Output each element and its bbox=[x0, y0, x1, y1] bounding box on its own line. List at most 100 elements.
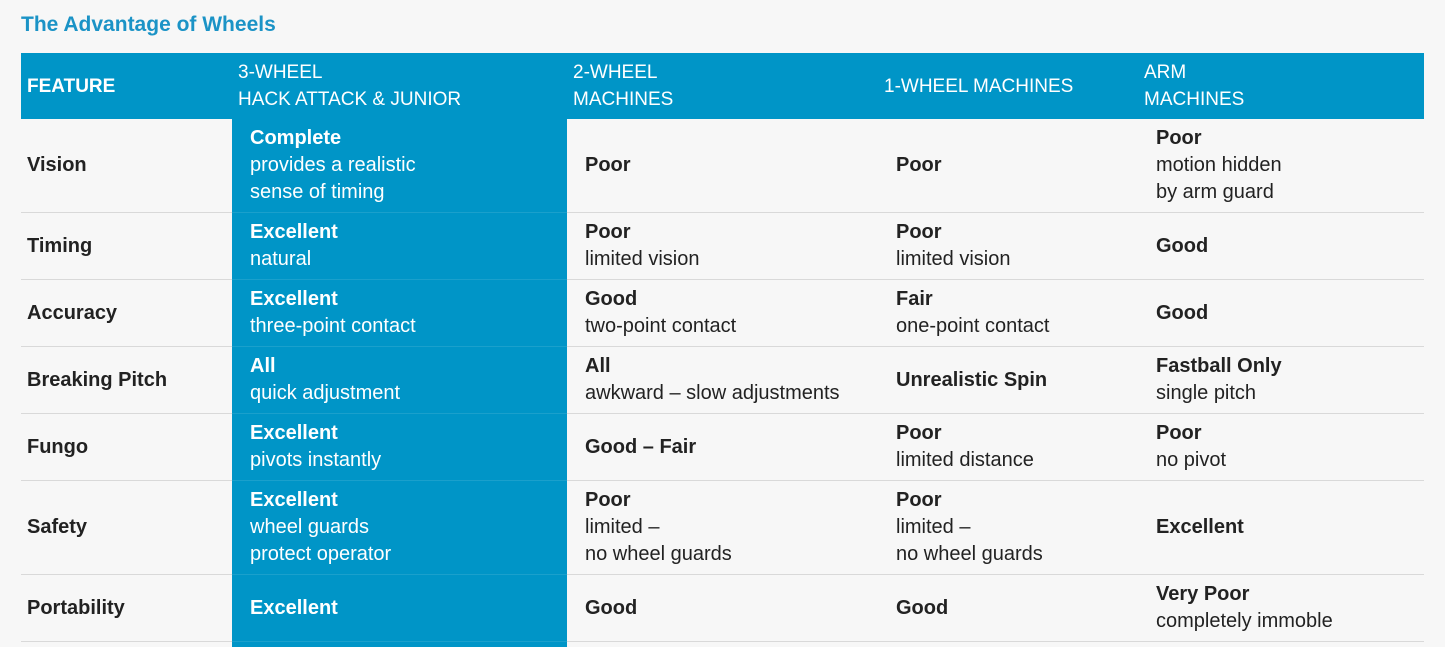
rating-description: limited vision bbox=[896, 248, 1011, 270]
rating-title: Poor bbox=[896, 221, 942, 243]
arm-cell: Excellent bbox=[1138, 480, 1424, 575]
rating-title: Poor bbox=[1156, 127, 1202, 149]
three-wheel-cell: Excellent natural bbox=[232, 212, 567, 280]
rating-description: by arm guard bbox=[1156, 181, 1274, 203]
one-wheel-cell: Poor limited – no wheel guards bbox=[878, 480, 1138, 575]
arm-cell: Poor motion hidden by arm guard bbox=[1138, 119, 1424, 213]
rating-description: two-point contact bbox=[585, 315, 737, 337]
two-wheel-cell: Good bbox=[567, 574, 878, 642]
rating-description: one-point contact bbox=[896, 315, 1050, 337]
three-wheel-cell: Excellent wheel guards protect operator bbox=[232, 480, 567, 575]
rating-title: All bbox=[250, 355, 276, 377]
rating-title: Good bbox=[896, 596, 949, 619]
rating-title: Good bbox=[1156, 234, 1209, 257]
two-wheel-cell: Poor limited vision bbox=[567, 212, 878, 280]
rating-title: Fastball Only bbox=[1156, 355, 1282, 377]
rating-description: limited – bbox=[585, 516, 660, 538]
rating-description: single pitch bbox=[1156, 382, 1257, 404]
arm-cell: Good bbox=[1138, 279, 1424, 347]
rating-title: Very Poor bbox=[1156, 583, 1250, 605]
three-wheel-cell: Excellent pivots instantly bbox=[232, 413, 567, 481]
one-wheel-cell: Unrealistic Spin bbox=[878, 346, 1138, 414]
rating-title: Poor bbox=[585, 221, 631, 243]
two-wheel-cell: Good two-point contact bbox=[567, 279, 878, 347]
rating-title: Excellent bbox=[250, 596, 338, 619]
header-feature: FEATURE bbox=[21, 53, 232, 119]
rating-title: Excellent bbox=[1156, 516, 1244, 538]
table-row: Breaking Pitch All quick adjustment All awkw… bbox=[21, 346, 1424, 414]
rating-title: Poor bbox=[585, 154, 631, 176]
rating-title: Excellent bbox=[250, 489, 338, 511]
rating-title: All bbox=[585, 355, 611, 377]
rating-description: no wheel guards bbox=[896, 543, 1043, 565]
rating-description: quick adjustment bbox=[250, 382, 401, 404]
rating-title: Excellent bbox=[250, 422, 338, 444]
page-title: The Advantage of Wheels bbox=[21, 13, 276, 36]
rating-title: Excellent bbox=[250, 288, 338, 310]
rating-title: Complete bbox=[250, 127, 342, 149]
rating-title: Poor bbox=[896, 489, 942, 511]
feature-cell: Breaking Pitch bbox=[21, 346, 232, 414]
rating-description: three-point contact bbox=[250, 315, 416, 337]
table-row: Vision Complete provides a realistic sense … bbox=[21, 119, 1424, 213]
rating-description: provides a realistic bbox=[250, 154, 416, 176]
table-row: Portability Excellent Good Good Very Poor com… bbox=[21, 574, 1424, 642]
three-wheel-cell: Excellent bbox=[232, 574, 567, 642]
rating-description: natural bbox=[250, 248, 312, 270]
rating-title: Poor bbox=[896, 422, 942, 444]
rating-description: completely immoble bbox=[1156, 610, 1333, 632]
one-wheel-cell: Fair one-point contact bbox=[878, 279, 1138, 347]
rating-title: Poor bbox=[1156, 422, 1202, 444]
one-wheel-cell: Good bbox=[878, 574, 1138, 642]
rating-title: Poor bbox=[585, 489, 631, 511]
one-wheel-cell: Poor bbox=[878, 119, 1138, 213]
table-body: Vision Complete provides a realistic sense … bbox=[21, 119, 1424, 642]
two-wheel-cell: Poor limited – no wheel guards bbox=[567, 480, 878, 575]
rating-description: no wheel guards bbox=[585, 543, 732, 565]
rating-description: limited distance bbox=[896, 449, 1034, 471]
rating-title: Unrealistic Spin bbox=[896, 368, 1048, 391]
three-wheel-cell: Excellent three-point contact bbox=[232, 279, 567, 347]
rating-description: limited – bbox=[896, 516, 971, 538]
feature-cell: Portability bbox=[21, 574, 232, 642]
header-one-wheel: 1-WHEEL MACHINES bbox=[878, 53, 1138, 119]
feature-cell: Vision bbox=[21, 119, 232, 213]
arm-cell: Good bbox=[1138, 212, 1424, 280]
arm-cell: Poor no pivot bbox=[1138, 413, 1424, 481]
rating-title: Good – Fair bbox=[585, 435, 697, 458]
arm-cell: Fastball Only single pitch bbox=[1138, 346, 1424, 414]
table-row: Timing Excellent natural Poor limited vision… bbox=[21, 212, 1424, 280]
rating-title: Excellent bbox=[250, 221, 338, 243]
feature-cell: Safety bbox=[21, 480, 232, 575]
feature-cell: Timing bbox=[21, 212, 232, 280]
rating-description: motion hidden bbox=[1156, 154, 1282, 176]
arm-cell: Very Poor completely immoble bbox=[1138, 574, 1424, 642]
two-wheel-cell: All awkward – slow adjustments bbox=[567, 346, 878, 414]
rating-title: Good bbox=[585, 288, 638, 310]
one-wheel-cell: Poor limited distance bbox=[878, 413, 1138, 481]
rating-description: protect operator bbox=[250, 543, 392, 565]
rating-title: Fair bbox=[896, 288, 933, 310]
rating-description: wheel guards bbox=[250, 516, 369, 538]
two-wheel-cell: Poor bbox=[567, 119, 878, 213]
rating-description: sense of timing bbox=[250, 181, 385, 203]
rating-title: Good bbox=[585, 596, 638, 619]
rating-title: Good bbox=[1156, 301, 1209, 324]
three-wheel-cell: All quick adjustment bbox=[232, 346, 567, 414]
three-wheel-cell: Complete provides a realistic sense of tim… bbox=[232, 119, 567, 213]
rating-description: awkward – slow adjustments bbox=[585, 382, 840, 404]
feature-cell: Fungo bbox=[21, 413, 232, 481]
rating-title: Poor bbox=[896, 154, 942, 176]
two-wheel-cell: Good – Fair bbox=[567, 413, 878, 481]
table-row: Fungo Excellent pivots instantly Good – Fai… bbox=[21, 413, 1424, 481]
rating-description: no pivot bbox=[1156, 449, 1227, 471]
one-wheel-cell: Poor limited vision bbox=[878, 212, 1138, 280]
rating-description: pivots instantly bbox=[250, 449, 382, 471]
rating-description: limited vision bbox=[585, 248, 700, 270]
